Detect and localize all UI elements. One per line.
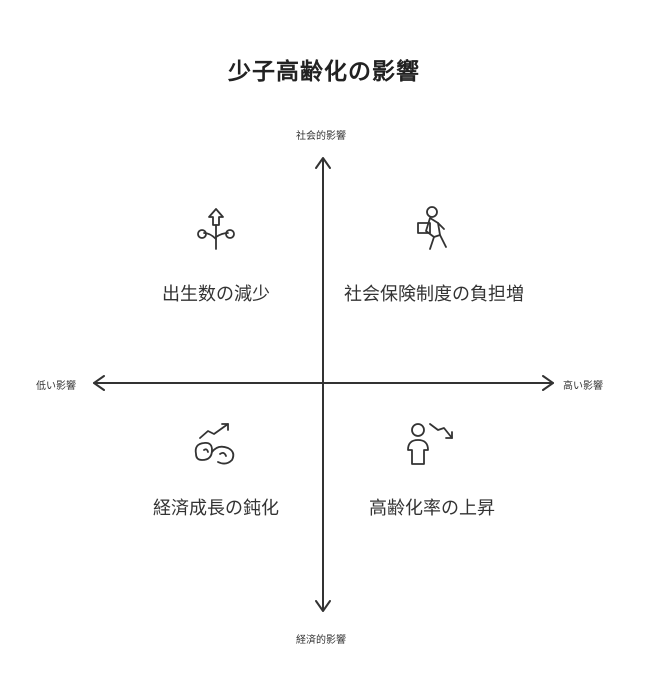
plant-growth-icon — [197, 208, 235, 250]
axis-label-right: 高い影響 — [563, 381, 603, 392]
axis-label-top: 社会的影響 — [296, 131, 346, 142]
right-arrowhead — [542, 375, 554, 391]
trend-arrow-rocks-icon — [194, 423, 235, 465]
top-arrowhead — [315, 157, 331, 169]
quadrant-label-bottom-left: 経済成長の鈍化 — [153, 498, 279, 519]
diagram-title: 少子高齢化の影響 — [228, 59, 420, 85]
vertical-axis — [322, 158, 325, 611]
left-arrowhead — [93, 375, 105, 391]
bottom-arrowhead — [315, 600, 331, 612]
axis-label-bottom: 経済的影響 — [296, 635, 346, 646]
quadrant-label-bottom-right: 高齢化率の上昇 — [369, 498, 495, 519]
quadrant-label-top-left: 出生数の減少 — [162, 284, 270, 305]
axis-label-left: 低い影響 — [36, 381, 76, 392]
quadrant-label-top-right: 社会保険制度の負担増 — [344, 284, 524, 305]
person-down-arrow-icon — [407, 423, 453, 465]
horizontal-axis — [93, 381, 554, 384]
person-carrying-box-icon — [417, 206, 447, 250]
